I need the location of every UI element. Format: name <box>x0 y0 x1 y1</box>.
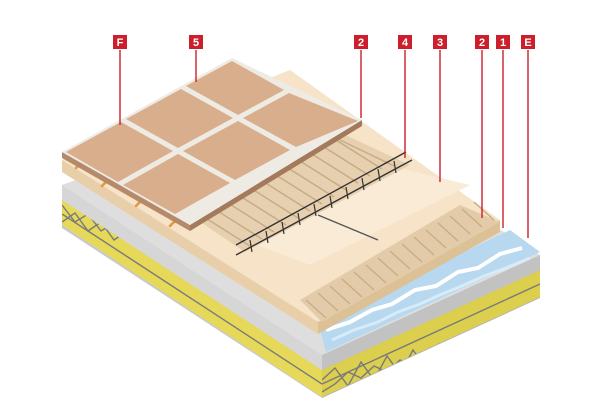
tile-side-right <box>190 120 362 231</box>
callout-label: 3 <box>437 37 443 49</box>
callout-3: 3 <box>433 35 447 49</box>
decoupling-mat <box>190 128 500 322</box>
membrane-edge <box>325 246 523 332</box>
callout-leaders <box>119 50 529 238</box>
callout-4: 4 <box>398 35 412 49</box>
cable-clips <box>249 160 397 253</box>
callout-E: E <box>521 35 535 49</box>
callout-2a: 2 <box>354 35 368 49</box>
callout-F: F <box>113 35 127 49</box>
callout-label: E <box>524 37 531 49</box>
heating-cable-back <box>235 151 407 246</box>
callout-1: 1 <box>496 35 510 49</box>
callout-5: 5 <box>189 35 203 49</box>
tile-5 <box>183 121 290 180</box>
heating-cable <box>235 151 413 256</box>
ceramic-tiles <box>62 58 362 231</box>
tile-2 <box>126 89 233 148</box>
screed-front-right <box>318 220 500 334</box>
tile-3 <box>186 61 284 115</box>
tile-side-left <box>62 152 190 231</box>
tile-6 <box>243 93 358 147</box>
concrete-top-left-strip <box>62 185 322 370</box>
callout-label: F <box>117 37 124 49</box>
callout-label: 5 <box>193 37 199 49</box>
tile-1 <box>66 122 173 182</box>
concrete-top-right-strip <box>322 255 540 370</box>
callout-label: 2 <box>358 37 364 49</box>
waterproof-membrane <box>318 230 540 352</box>
callout-label: 4 <box>402 37 409 49</box>
screed-front-left <box>62 160 318 334</box>
callout-label: 1 <box>500 37 506 49</box>
callout-label: 2 <box>479 37 485 49</box>
heating-cable-front <box>235 159 413 256</box>
tile-4 <box>123 154 230 214</box>
mat-ribs-front <box>305 201 495 319</box>
membrane-surface <box>318 230 540 352</box>
membrane-edge-inner <box>331 256 531 342</box>
callout-2b: 2 <box>475 35 489 49</box>
